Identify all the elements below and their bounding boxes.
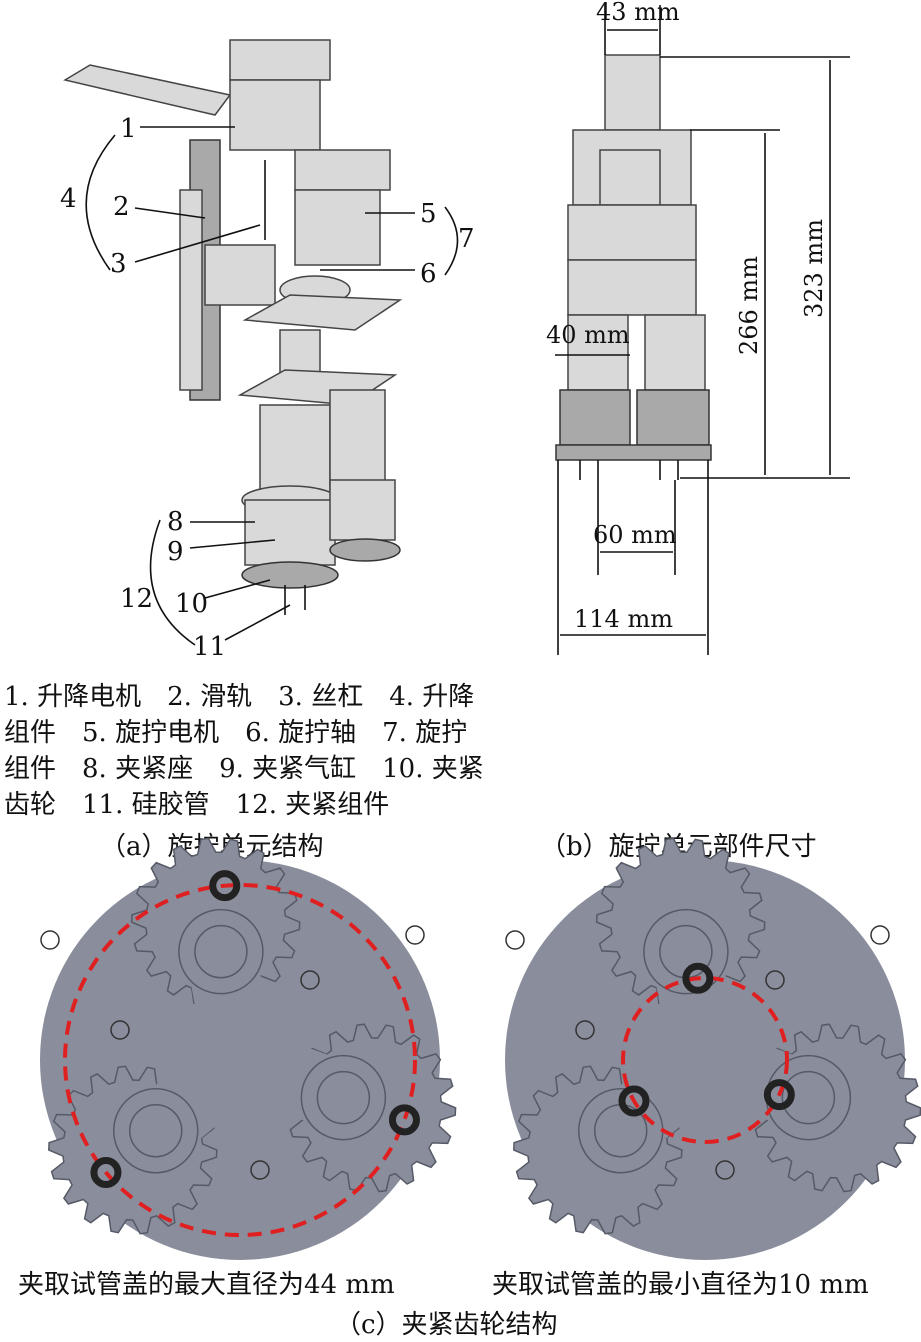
lift-motor bbox=[229, 79, 321, 151]
caption-c-left: 夹取试管盖的最大直径为44 mm bbox=[18, 1270, 395, 1300]
lift-motor-top bbox=[229, 39, 331, 81]
rotary-unit-structure-drawing bbox=[63, 39, 403, 615]
part-number: 12 bbox=[120, 584, 153, 614]
silicone-tube-ring bbox=[763, 1079, 795, 1111]
dim-total-height: 323 mm bbox=[800, 219, 828, 318]
dim-total-width: 114 mm bbox=[574, 605, 673, 633]
silicone-tube-ring bbox=[90, 1156, 122, 1188]
legend-line: 齿轮 11. 硅胶管 12. 夹紧组件 bbox=[4, 790, 389, 820]
part-labels: 1 2 3 4 5 6 7 8 9 10 11 12 bbox=[60, 114, 475, 662]
rotary-motor-top bbox=[294, 149, 391, 191]
part-number: 8 bbox=[167, 507, 184, 537]
clamp-gear-plates bbox=[40, 837, 921, 1260]
dim-motor-width: 40 mm bbox=[546, 321, 630, 349]
mounting-bracket bbox=[63, 64, 232, 116]
part-number: 7 bbox=[458, 224, 475, 254]
dim-top-width: 43 mm bbox=[596, 0, 680, 26]
rotary-motor bbox=[294, 189, 381, 266]
silicone-tube-ring bbox=[388, 1104, 420, 1136]
min-diameter-plate bbox=[505, 837, 921, 1260]
slide-rail bbox=[179, 189, 203, 391]
caption-c-right: 夹取试管盖的最小直径为10 mm bbox=[492, 1270, 869, 1300]
clamp-diameter-circle bbox=[63, 883, 417, 1237]
clamp-cylinder bbox=[244, 499, 336, 566]
clamp-motor-a bbox=[259, 404, 331, 496]
legend: 1. 升降电机 2. 滑轨 3. 丝杠 4. 升降 组件 5. 旋拧电机 6. … bbox=[4, 682, 484, 820]
legend-line: 组件 5. 旋拧电机 6. 旋拧轴 7. 旋拧 bbox=[4, 718, 467, 748]
silicone-tube-ring bbox=[209, 870, 241, 902]
legend-line: 组件 8. 夹紧座 9. 夹紧气缸 10. 夹紧 bbox=[4, 754, 484, 784]
part-number: 9 bbox=[167, 537, 184, 567]
part-number: 5 bbox=[420, 199, 437, 229]
clamp-motor-b bbox=[329, 389, 386, 486]
silicone-tube-ring bbox=[682, 962, 714, 994]
upper-plate bbox=[242, 294, 403, 331]
part-number: 6 bbox=[420, 259, 437, 289]
max-diameter-plate bbox=[40, 837, 457, 1260]
dim-axis-spacing: 60 mm bbox=[593, 521, 677, 549]
caption-c: （c）夹紧齿轮结构 bbox=[335, 1310, 558, 1340]
clamp-gear-b bbox=[329, 538, 401, 562]
part-number: 2 bbox=[113, 192, 130, 222]
dim-body-height: 266 mm bbox=[735, 256, 763, 355]
part-number: 3 bbox=[110, 249, 127, 279]
clamp-cylinder-b bbox=[329, 479, 396, 541]
silicone-tube-ring bbox=[618, 1085, 650, 1117]
clamp-diameter-circle bbox=[621, 976, 789, 1144]
part-number: 10 bbox=[175, 589, 208, 619]
part-number: 11 bbox=[193, 632, 226, 662]
part-number: 1 bbox=[120, 114, 137, 144]
part-number: 4 bbox=[60, 184, 77, 214]
lift-carriage bbox=[204, 244, 276, 306]
dimension-drawing: 43 mm 323 mm 266 mm 40 mm 60 mm 114 mm bbox=[546, 0, 850, 655]
legend-line: 1. 升降电机 2. 滑轨 3. 丝杠 4. 升降 bbox=[4, 682, 474, 712]
